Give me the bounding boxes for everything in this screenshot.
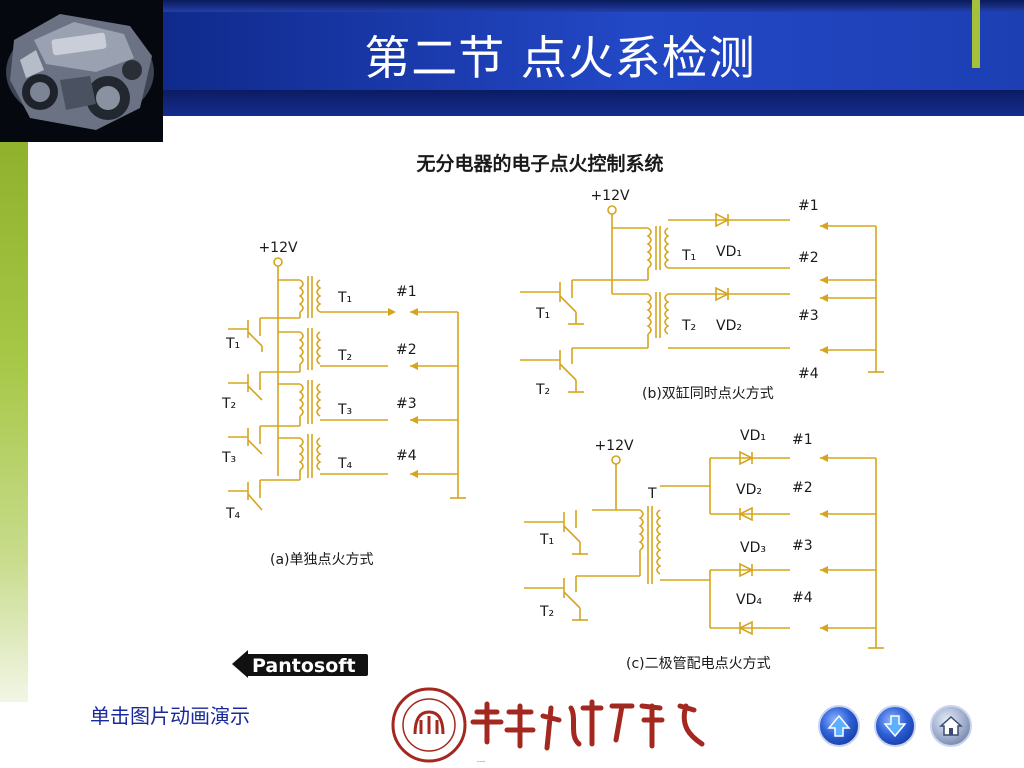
output-label-c-1: #1 — [792, 432, 813, 448]
coil-label-a-4: T₄ — [337, 456, 353, 472]
output-label-c-3: #3 — [792, 538, 813, 554]
stage-a-4: T₄ T₄ #4 — [225, 434, 417, 522]
caption-b: (b)双缸同时点火方式 — [642, 385, 774, 402]
output-label-a-4: #4 — [396, 448, 417, 464]
stage-a-1: T₁ T₁ #1 — [225, 276, 417, 352]
header-band-top — [163, 0, 1024, 12]
header: 第二节 点火系检测 — [0, 0, 1024, 116]
next-slide-button[interactable] — [874, 705, 916, 747]
output-label-a-3: #3 — [396, 396, 417, 412]
accent-bar — [972, 0, 980, 68]
output-label-c-4: #4 — [792, 590, 813, 606]
diode-label-b-2: VD₂ — [716, 318, 742, 334]
diagram-a: +12V T₁ — [221, 240, 466, 568]
down-arrow-icon — [883, 715, 907, 738]
output-label-a-2: #2 — [396, 342, 417, 358]
school-logo: 天津工程师范学院 — [385, 682, 715, 768]
caption-a: (a)单独点火方式 — [270, 552, 374, 568]
home-icon — [939, 715, 963, 736]
pantosoft-logo-text: Pantosoft — [252, 655, 356, 677]
output-label-b-2: #2 — [798, 250, 819, 266]
left-accent-bar — [0, 142, 28, 702]
header-band-bottom — [163, 90, 1024, 116]
header-band — [163, 12, 1024, 90]
output-label-a-1: #1 — [396, 284, 417, 300]
coil-label-a-2: T₂ — [337, 348, 352, 364]
caption-c: (c)二极管配电点火方式 — [626, 656, 771, 672]
output-label-b-3: #3 — [798, 308, 819, 324]
pantosoft-logo[interactable]: Pantosoft — [232, 646, 372, 682]
transistor-label-b-1: T₁ — [535, 306, 550, 322]
diode-label-c-3: VD₃ — [740, 540, 766, 556]
output-label-b-1: #1 — [798, 198, 819, 214]
diode-label-b-1: VD₁ — [716, 244, 742, 260]
transistor-label-a-1: T₁ — [225, 336, 240, 352]
diode-label-c-1: VD₁ — [740, 428, 766, 444]
supply-label-a: +12V — [258, 240, 298, 256]
up-arrow-icon — [827, 714, 851, 737]
output-label-c-2: #2 — [792, 480, 813, 496]
transistor-label-c-2: T₂ — [539, 604, 554, 620]
coil-label-b-2: T₂ — [681, 318, 696, 334]
diode-label-c-4: VD₄ — [736, 592, 762, 608]
ignition-diagram[interactable]: 无分电器的电子点火控制系统 +12V — [200, 140, 900, 680]
transistor-label-c-1: T₁ — [539, 532, 554, 548]
supply-label-c: +12V — [594, 438, 634, 454]
diagram-heading: 无分电器的电子点火控制系统 — [416, 152, 663, 175]
transistor-label-b-2: T₂ — [535, 382, 550, 398]
output-label-b-4: #4 — [798, 366, 819, 382]
stage-a-2: T₂ T₂ #2 — [221, 328, 417, 412]
supply-label-b: +12V — [590, 188, 630, 204]
stage-a-3: T₃ T₃ #3 — [221, 380, 417, 466]
diode-label-c-2: VD₂ — [736, 482, 762, 498]
click-hint: 单击图片动画演示 — [90, 704, 250, 728]
school-name: 天津工程师范学院 — [477, 760, 485, 763]
coil-label-a-1: T₁ — [337, 290, 352, 306]
coil-label-a-3: T₃ — [337, 402, 352, 418]
diagram-c: +12V — [524, 428, 884, 672]
diagram-b: +12V — [520, 188, 884, 402]
transistor-label-a-3: T₃ — [221, 450, 236, 466]
home-button[interactable] — [930, 705, 972, 747]
page-title: 第二节 点火系检测 — [364, 31, 756, 85]
engine-image — [0, 0, 163, 142]
coil-label-b-1: T₁ — [681, 248, 696, 264]
transformer-label-c: T — [647, 486, 657, 502]
previous-slide-button[interactable] — [818, 705, 860, 747]
transistor-label-a-4: T₄ — [225, 506, 241, 522]
transistor-label-a-2: T₂ — [221, 396, 236, 412]
